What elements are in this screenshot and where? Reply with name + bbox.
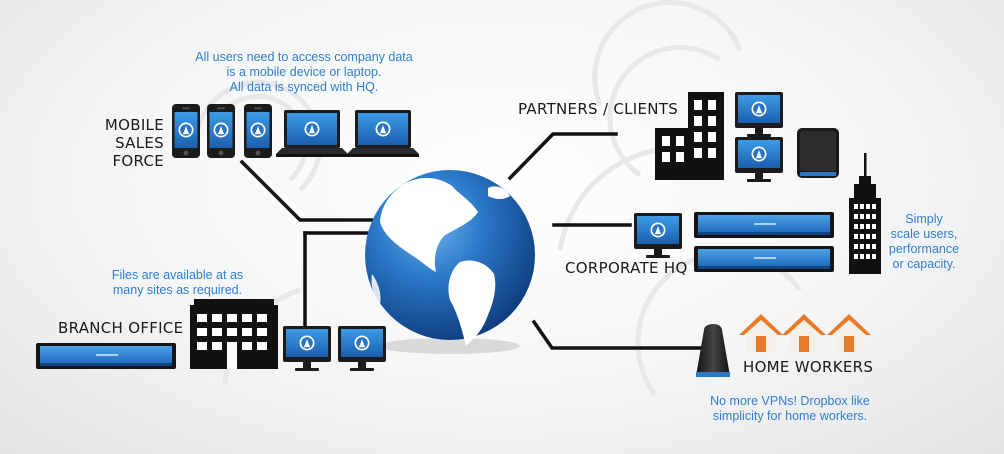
mobile-sales-devices bbox=[172, 104, 419, 158]
house-icon bbox=[739, 314, 783, 352]
note-line: No more VPNs! Dropbox like bbox=[710, 394, 870, 408]
note-line: is a mobile device or laptop. bbox=[226, 65, 382, 79]
server-icon bbox=[36, 343, 176, 369]
note-line: or capacity. bbox=[892, 257, 956, 271]
branch-office-label: BRANCH OFFICE bbox=[58, 319, 184, 337]
note-line: Simply bbox=[905, 212, 943, 226]
office-building-icon bbox=[190, 299, 278, 369]
monitor-icon bbox=[283, 326, 331, 371]
server-icon bbox=[694, 246, 834, 272]
note-line: performance bbox=[888, 242, 960, 256]
note-line: All users need to access company data bbox=[195, 50, 413, 64]
globe-icon bbox=[365, 170, 535, 354]
home-workers-label: HOME WORKERS bbox=[743, 358, 874, 376]
skyscraper-icon bbox=[849, 153, 881, 274]
smartphone-icon bbox=[207, 104, 235, 158]
laptop-icon bbox=[347, 110, 419, 157]
monitor-icon bbox=[634, 213, 682, 258]
label-line: FORCE bbox=[112, 152, 164, 170]
note-line: many sites as required. bbox=[112, 283, 243, 297]
monitor-icon bbox=[735, 92, 783, 137]
label-line: MOBILE SALES bbox=[104, 116, 164, 152]
corporate-hq-label: CORPORATE HQ bbox=[565, 259, 688, 277]
monitor-icon bbox=[735, 137, 783, 182]
note-line: scale users, bbox=[890, 227, 958, 241]
partners-devices bbox=[655, 92, 839, 182]
note-line: simplicity for home workers. bbox=[712, 409, 868, 423]
monitor-icon bbox=[338, 326, 386, 371]
house-icon bbox=[827, 314, 871, 352]
laptop-icon bbox=[276, 110, 348, 157]
corporate-note: Simply scale users, performance or capac… bbox=[884, 212, 964, 272]
branch-office-devices bbox=[36, 299, 386, 371]
note-line: All data is synced with HQ. bbox=[229, 80, 379, 94]
connector-lines bbox=[239, 132, 702, 350]
house-icon bbox=[782, 314, 826, 352]
mobile-sales-label: MOBILE SALES FORCE bbox=[54, 116, 164, 170]
mobile-note: All users need to access company data is… bbox=[184, 50, 424, 95]
corporate-hq-devices bbox=[634, 153, 881, 274]
partners-clients-label: PARTNERS / CLIENTS bbox=[518, 100, 679, 118]
server-icon bbox=[694, 212, 834, 238]
smartphone-icon bbox=[244, 104, 272, 158]
storage-device-icon bbox=[696, 324, 730, 377]
branch-note: Files are available at as many sites as … bbox=[95, 268, 260, 298]
home-note: No more VPNs! Dropbox like simplicity fo… bbox=[690, 394, 890, 424]
note-line: Files are available at as bbox=[111, 268, 244, 282]
office-building-icon bbox=[655, 92, 724, 180]
storage-device-icon bbox=[797, 128, 839, 178]
home-workers-devices bbox=[696, 314, 871, 377]
smartphone-icon bbox=[172, 104, 200, 158]
